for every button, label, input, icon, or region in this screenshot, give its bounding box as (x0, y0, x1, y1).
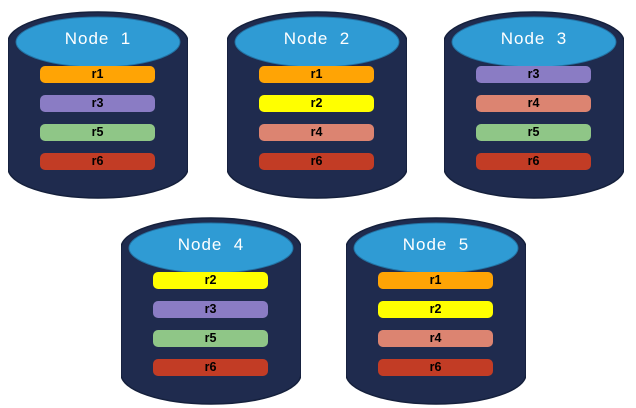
partition-bar: r3 (476, 66, 591, 83)
partition-bar: r6 (153, 359, 268, 376)
node-4: Node 4 r2 r3 r5 r6 (121, 216, 301, 406)
node-4-partitions: r2 r3 r5 r6 (153, 272, 268, 388)
node-3: Node 3 r3 r4 r5 r6 (444, 10, 624, 200)
node-4-title: Node 4 (177, 235, 245, 254)
node-2-partitions: r1 r2 r4 r6 (259, 66, 374, 182)
partition-bar: r5 (40, 124, 155, 141)
partition-bar: r2 (378, 301, 493, 318)
partition-bar: r6 (40, 153, 155, 170)
partition-bar: r6 (378, 359, 493, 376)
partition-bar: r1 (259, 66, 374, 83)
partition-bar: r2 (153, 272, 268, 289)
node-5-title: Node 5 (402, 235, 470, 254)
node-5-partitions: r1 r2 r4 r6 (378, 272, 493, 388)
node-3-title: Node 3 (500, 29, 568, 48)
node-3-partitions: r3 r4 r5 r6 (476, 66, 591, 182)
partition-bar: r1 (40, 66, 155, 83)
node-1: Node 1 r1 r3 r5 r6 (8, 10, 188, 200)
node-1-partitions: r1 r3 r5 r6 (40, 66, 155, 182)
partition-bar: r4 (476, 95, 591, 112)
node-2: Node 2 r1 r2 r4 r6 (227, 10, 407, 200)
partition-bar: r3 (40, 95, 155, 112)
partition-bar: r1 (378, 272, 493, 289)
partition-bar: r5 (476, 124, 591, 141)
partition-bar: r4 (378, 330, 493, 347)
partition-bar: r4 (259, 124, 374, 141)
partition-bar: r6 (259, 153, 374, 170)
partition-bar: r3 (153, 301, 268, 318)
node-5: Node 5 r1 r2 r4 r6 (346, 216, 526, 406)
node-1-title: Node 1 (64, 29, 132, 48)
partition-bar: r2 (259, 95, 374, 112)
node-2-title: Node 2 (283, 29, 351, 48)
partition-bar: r6 (476, 153, 591, 170)
partition-bar: r5 (153, 330, 268, 347)
